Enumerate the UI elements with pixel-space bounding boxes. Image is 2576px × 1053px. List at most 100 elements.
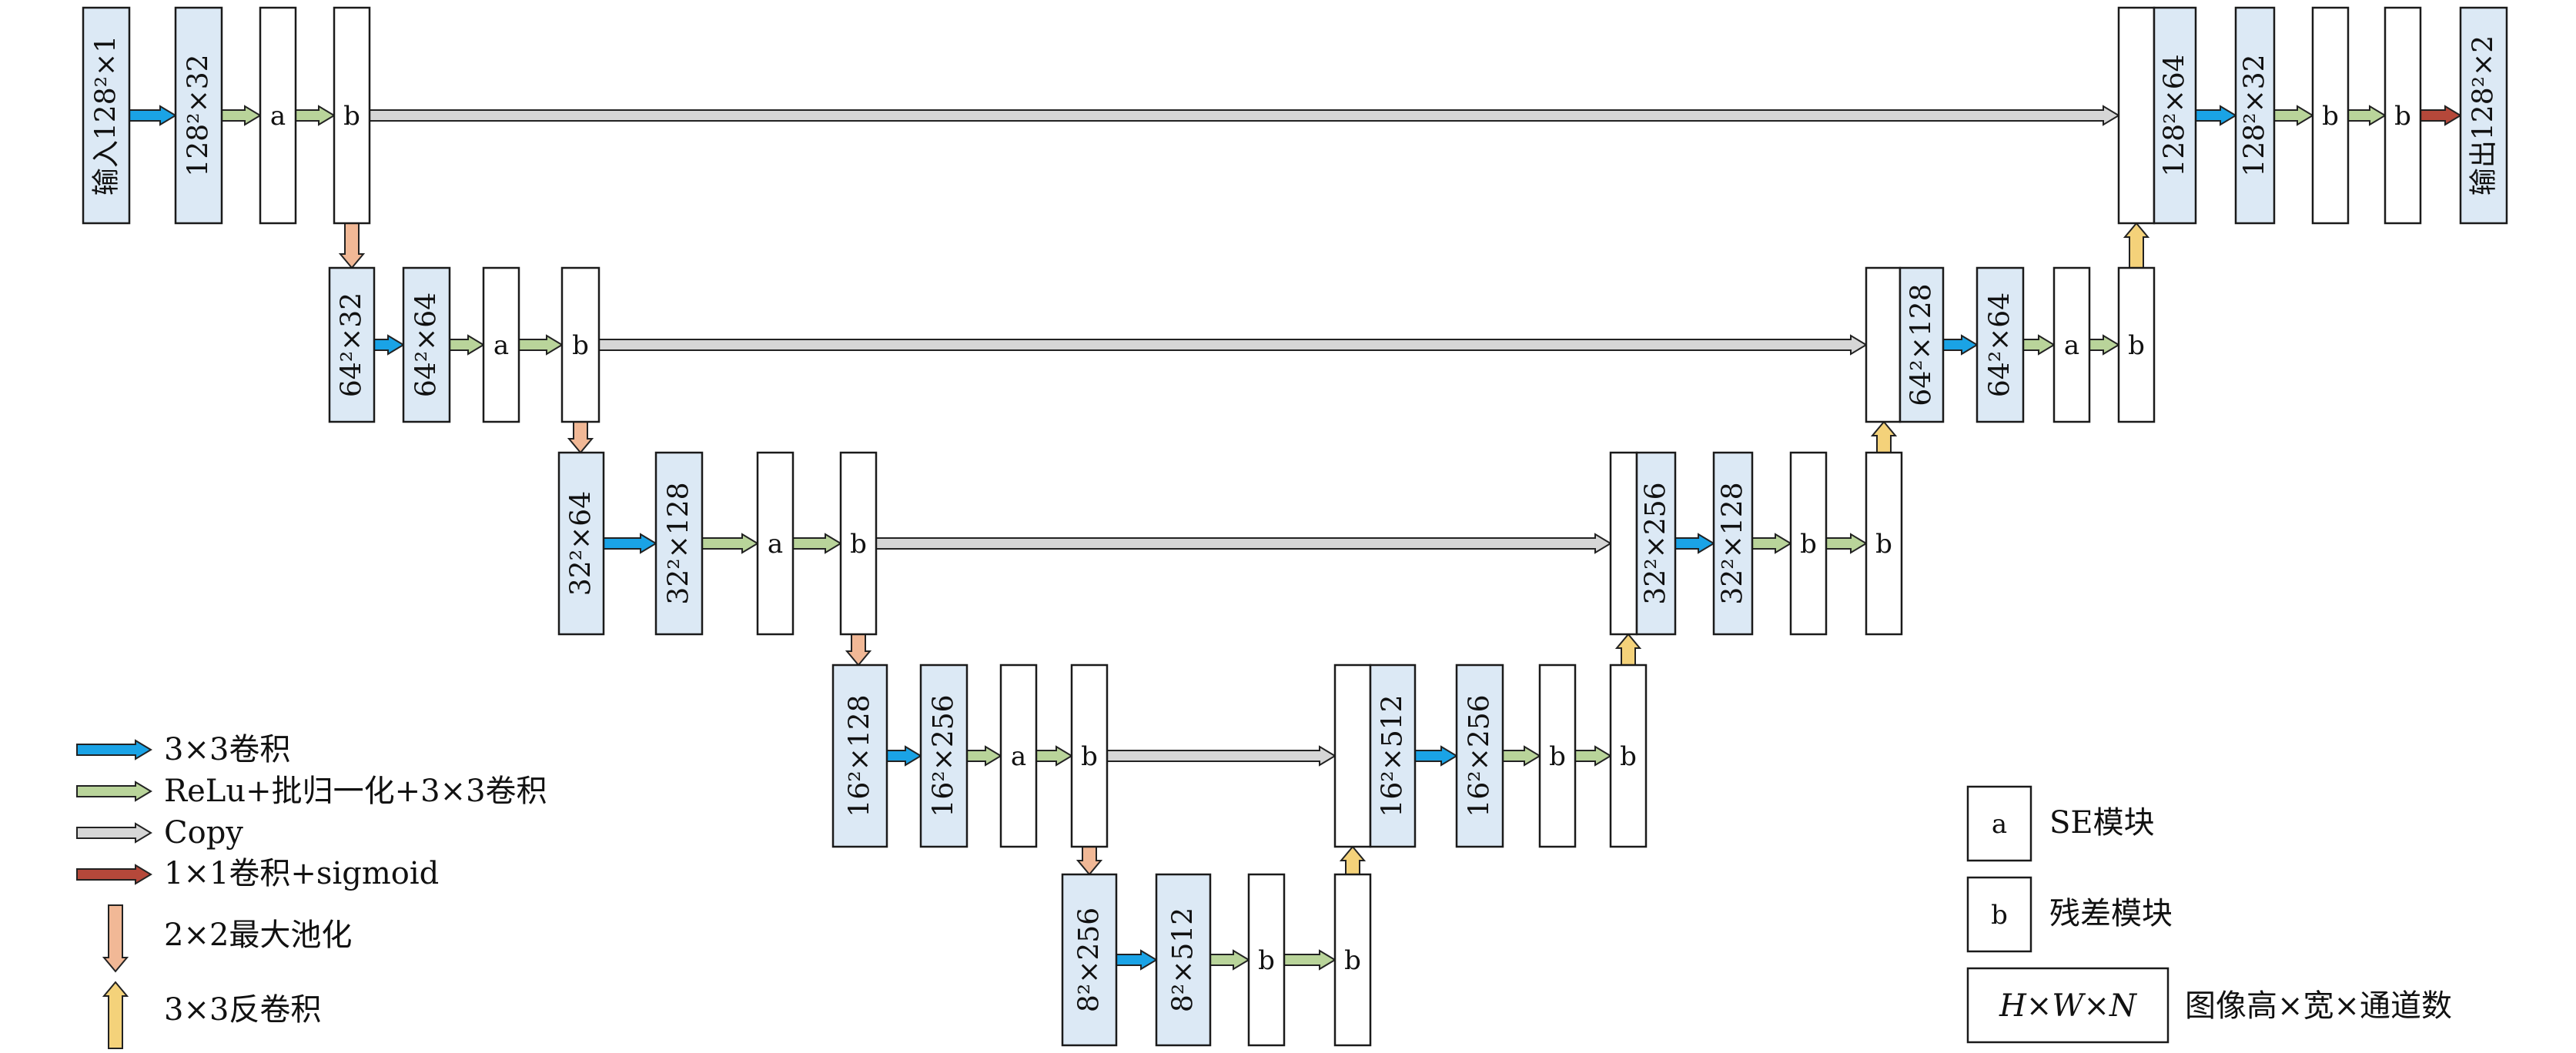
flow-arrow-2 bbox=[221, 105, 262, 126]
block-r5-se: b bbox=[1247, 873, 1286, 1047]
block-r3-pool-rect bbox=[557, 451, 605, 636]
block-u1-cat: 128²×64 bbox=[2153, 6, 2197, 225]
block-u4-cat-rect bbox=[1369, 664, 1417, 848]
block-u1-conv-rect bbox=[2234, 6, 2276, 225]
flow-arrow-22 bbox=[1942, 334, 1979, 356]
legend-relu-arrow-shape bbox=[76, 781, 152, 802]
pool-arrow-4 bbox=[1076, 846, 1103, 876]
block-r4-pool-rect bbox=[831, 664, 888, 848]
flow-arrow-7 bbox=[603, 533, 657, 554]
block-u4-conv-rect bbox=[1455, 664, 1504, 848]
block-u1-cat-label: 128²×64 bbox=[2159, 54, 2191, 176]
deconv-arrow-1 bbox=[1339, 845, 1367, 875]
flow-arrow-24 bbox=[2089, 334, 2120, 356]
block-u2-conv-rect bbox=[1975, 266, 2025, 423]
block-u4-conv-label: 16²×256 bbox=[1464, 694, 1496, 817]
legend-conv3-arrow-icon bbox=[76, 739, 152, 760]
block-u1-up bbox=[2117, 6, 2156, 225]
legend-relu-label: ReLu+批归一化+3×3卷积 bbox=[164, 774, 547, 809]
flow-arrow-20 bbox=[1751, 533, 1792, 554]
block-u4-res2-rect bbox=[1609, 664, 1648, 848]
pool-arrow-3 bbox=[845, 633, 872, 667]
legend-hwn-box bbox=[1966, 967, 2170, 1044]
legend-conv1-label: 1×1卷积+sigmoid bbox=[164, 856, 439, 891]
block-u2-cat-label: 64²×128 bbox=[1906, 283, 1938, 406]
block-r3-conv-rect bbox=[654, 451, 704, 636]
flow-arrow-17 bbox=[1502, 745, 1541, 767]
legend-deconv-label: 3×3反卷积 bbox=[164, 992, 321, 1028]
block-r3-pool-label: 32²×64 bbox=[566, 491, 597, 596]
legend-item-relu: ReLu+批归一化+3×3卷积 bbox=[76, 774, 547, 809]
legend-item-res: b 残差模块 bbox=[1966, 876, 2173, 953]
block-r5-res-label: b bbox=[1344, 945, 1361, 976]
legend-pool-arrow-icon bbox=[102, 904, 129, 973]
block-r1-conv: 128²×32 bbox=[174, 6, 223, 225]
legend-pool-label: 2×2最大池化 bbox=[164, 918, 352, 953]
block-u4-res2-label: b bbox=[1620, 741, 1637, 772]
block-u2-up bbox=[1865, 266, 1902, 423]
block-u3-conv: 32²×128 bbox=[1712, 451, 1754, 636]
block-u4-res1-rect bbox=[1538, 664, 1577, 848]
block-u1-conv-label: 128²×32 bbox=[2240, 54, 2271, 176]
block-r3-se-rect bbox=[756, 451, 795, 636]
block-r4-conv: 16²×256 bbox=[919, 664, 969, 848]
block-r1-res-rect bbox=[333, 6, 371, 225]
flow-arrow-9 bbox=[792, 533, 842, 554]
block-output-label: 输出128²×2 bbox=[2468, 35, 2500, 196]
legend-conv3-arrow-shape bbox=[76, 739, 152, 760]
legend: 3×3卷积 ReLu+批归一化+3×3卷积 Copy 1×1卷积+sigmoid… bbox=[76, 732, 2452, 1049]
block-r3-pool: 32²×64 bbox=[557, 451, 605, 636]
legend-hwn-label: 图像高×宽×通道数 bbox=[2185, 988, 2452, 1024]
flow-arrow-25 bbox=[2195, 105, 2237, 126]
block-u4-up-rect bbox=[1333, 664, 1372, 848]
legend-se-label: SE模块 bbox=[2049, 805, 2155, 841]
block-u1-conv: 128²×32 bbox=[2234, 6, 2276, 225]
block-u1-res2-rect bbox=[2384, 6, 2422, 225]
flow-arrow-11 bbox=[966, 745, 1002, 767]
block-u1-up-rect bbox=[2117, 6, 2156, 225]
block-input-rect bbox=[82, 6, 131, 225]
legend-relu-arrow-icon bbox=[76, 781, 152, 802]
block-r3-res: b bbox=[839, 451, 878, 636]
block-u4-cat-label: 16²×512 bbox=[1377, 694, 1409, 817]
flow-arrow-3 bbox=[295, 105, 336, 126]
block-r2-res-rect bbox=[560, 266, 601, 423]
flow-arrow-6 bbox=[518, 334, 564, 356]
block-r4-se-rect bbox=[999, 664, 1038, 848]
legend-item-hwn: H×W×N 图像高×宽×通道数 bbox=[1966, 967, 2452, 1044]
block-r1-se-label: a bbox=[270, 101, 286, 132]
flow-arrow-1 bbox=[129, 105, 177, 126]
legend-copy-label: Copy bbox=[164, 815, 243, 851]
deconv-arrow-2 bbox=[1614, 633, 1642, 666]
block-r5-conv-label: 8²×512 bbox=[1168, 908, 1199, 1012]
block-r1-se: a bbox=[259, 6, 297, 225]
block-u3-cat-rect bbox=[1635, 451, 1677, 636]
block-r5-pool-rect bbox=[1061, 873, 1118, 1047]
legend-res-label: 残差模块 bbox=[2049, 896, 2173, 931]
block-r2-se-rect bbox=[482, 266, 520, 423]
block-r4-conv-rect bbox=[919, 664, 969, 848]
block-r2-pool: 64²×32 bbox=[328, 266, 376, 423]
block-r5-conv: 8²×512 bbox=[1155, 873, 1212, 1047]
legend-hwn-box-text: H×W×N bbox=[1999, 988, 2138, 1024]
flow-arrow-21 bbox=[1825, 533, 1868, 554]
block-u4-cat: 16²×512 bbox=[1369, 664, 1417, 848]
block-r2-res: b bbox=[560, 266, 601, 423]
flow-arrow-14 bbox=[1209, 949, 1250, 971]
copy-arrow-2 bbox=[598, 334, 1868, 356]
block-output: 输出128²×2 bbox=[2459, 6, 2508, 225]
copy-arrow-3 bbox=[875, 533, 1612, 554]
block-r2-conv-rect bbox=[402, 266, 451, 423]
block-u3-up-rect bbox=[1609, 451, 1638, 636]
flow-arrow-12 bbox=[1035, 745, 1073, 767]
block-r4-res: b bbox=[1070, 664, 1109, 848]
block-r2-conv: 64²×64 bbox=[402, 266, 451, 423]
flow-arrow-4 bbox=[373, 334, 405, 356]
legend-item-deconv: 3×3反卷积 bbox=[102, 981, 321, 1049]
block-input-label: 输入128²×1 bbox=[91, 35, 122, 196]
block-u3-res2: b bbox=[1865, 451, 1903, 636]
legend-res-box-letter: b bbox=[1991, 900, 2008, 931]
block-r1-conv-rect bbox=[174, 6, 223, 225]
block-r3-res-rect bbox=[839, 451, 878, 636]
